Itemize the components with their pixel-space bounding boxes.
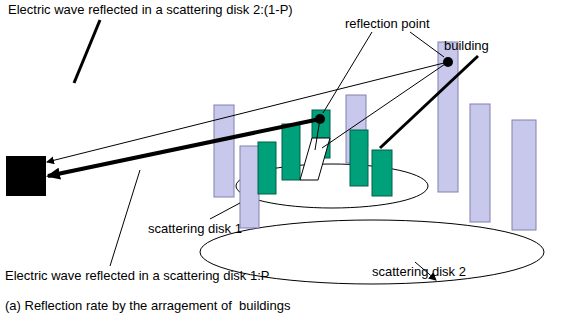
disk-label: scattering disk 2	[372, 264, 466, 279]
reflection-dot	[443, 57, 453, 67]
source	[300, 138, 330, 180]
disk-label: scattering disk 1	[148, 221, 242, 236]
ray-disk-2	[47, 62, 448, 162]
leader	[110, 170, 140, 266]
leader	[323, 32, 372, 113]
leader	[380, 56, 478, 148]
callout-label: building	[444, 38, 489, 53]
inner-buildings	[258, 110, 392, 196]
receiver	[6, 156, 46, 196]
leader	[210, 203, 240, 219]
ray-disk-1	[48, 119, 320, 176]
ray	[322, 62, 448, 148]
wave-label: Electric wave reflected in a scattering …	[5, 268, 269, 283]
wave-label: Electric wave reflected in a scattering …	[8, 2, 293, 17]
leader	[74, 20, 100, 83]
reflection-dot	[315, 114, 325, 124]
callout-label: reflection point	[345, 16, 430, 31]
leader	[410, 32, 444, 57]
caption: (a) Reflection rate by the arragement of…	[5, 298, 290, 313]
outer-buildings	[214, 42, 536, 230]
